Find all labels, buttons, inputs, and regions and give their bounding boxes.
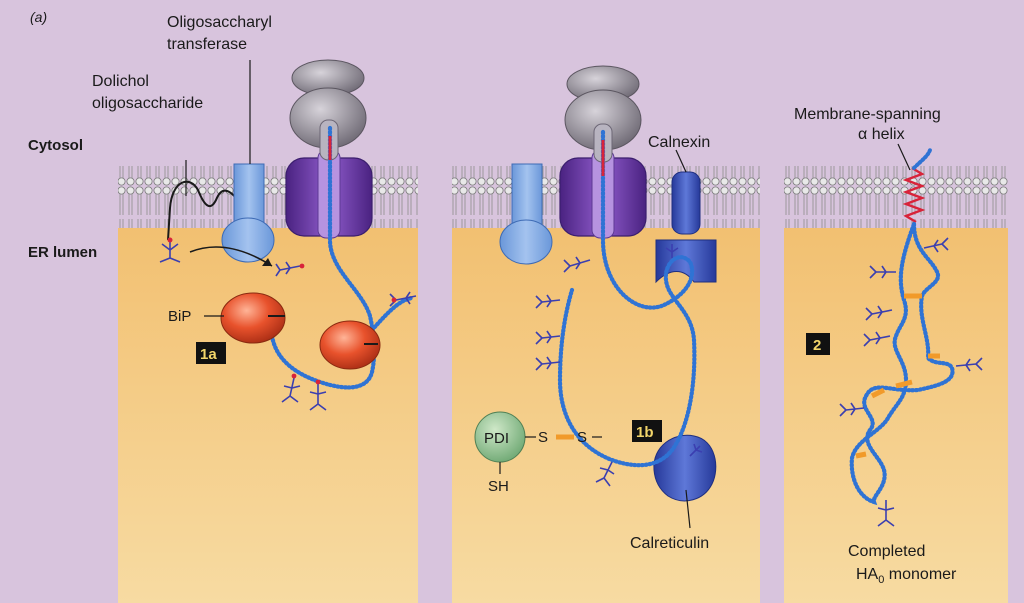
nascent-chain-trail-1 [369, 295, 415, 333]
step-1a-badge [196, 342, 226, 364]
transfer-arrowhead [262, 258, 272, 266]
membrane-bilayer-1 [118, 166, 418, 228]
oligosaccharyl-transferase-label-2: transferase [167, 36, 247, 53]
step-1b-label: 1b [636, 424, 654, 441]
ribosome-1 [289, 59, 367, 149]
er-lumen-label: ER lumen [28, 244, 97, 261]
sh-label: SH [488, 478, 509, 495]
completed-label-2: HA0 monomer [856, 566, 957, 586]
oligosaccharyl-transferase [221, 163, 275, 263]
bip-label: BiP [168, 308, 191, 325]
dolichol-glycan [159, 237, 181, 263]
helix-pointer [897, 143, 911, 171]
step-2-badge [806, 333, 830, 355]
completed-monomer: monomer [884, 566, 957, 583]
folded-polypeptide [849, 221, 955, 506]
alpha-helix [902, 166, 926, 224]
completed-ha: HA [856, 566, 879, 583]
ribosome-2 [564, 65, 642, 151]
helix-label-2: α helix [858, 126, 905, 143]
panel-1a [118, 59, 418, 603]
calreticulin [653, 434, 717, 502]
calnexin-label: Calnexin [648, 134, 710, 151]
er-lumen-region-1 [118, 228, 418, 603]
dolichol-label-1: Dolichol [92, 73, 149, 90]
s-right-label: S [577, 429, 587, 446]
panel-tag: (a) [30, 9, 47, 25]
disulfide-bonds-final [855, 293, 940, 459]
dolichol-label-2: oligosaccharide [92, 95, 203, 112]
er-lumen-region-3 [784, 228, 1008, 603]
step-1b-badge [632, 420, 662, 442]
glycan-group-2 [535, 244, 703, 487]
nascent-polypeptide-2 [557, 129, 697, 468]
completed-label-1: Completed [848, 543, 925, 560]
glycan-group-1 [275, 261, 417, 411]
glycan-attach-points-1 [291, 263, 397, 385]
oligosaccharyl-transferase-2 [499, 163, 553, 265]
completed-subscript: 0 [878, 574, 884, 586]
step-1a-label: 1a [200, 346, 217, 363]
bip-chaperone-1 [220, 292, 286, 344]
dolichol-lipid [167, 180, 237, 241]
s-left-label: S [538, 429, 548, 446]
oligosaccharyl-transferase-label-1: Oligosaccharyl [167, 14, 272, 31]
cytosol-label: Cytosol [28, 137, 83, 154]
pdi-label: PDI [484, 430, 509, 447]
bip-chaperone-2 [319, 320, 381, 370]
panel-1b [452, 65, 760, 603]
membrane-bilayer-3 [784, 166, 1008, 228]
cytosolic-tail [912, 148, 932, 170]
glycan-group-3 [839, 237, 983, 527]
calnexin-pointer [675, 149, 687, 173]
calreticulin-label: Calreticulin [630, 535, 709, 552]
panel-2 [784, 143, 1008, 603]
helix-label-1: Membrane-spanning [794, 106, 941, 123]
calreticulin-pointer [685, 489, 691, 529]
step-2-label: 2 [813, 337, 821, 354]
